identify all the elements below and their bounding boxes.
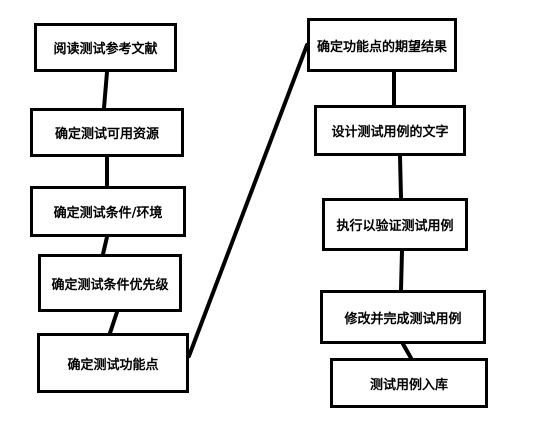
connector-5-6 bbox=[187, 43, 309, 358]
step-store-test-cases: 测试用例入库 bbox=[330, 358, 488, 408]
connector-4-5 bbox=[108, 310, 119, 335]
step-execute-verify: 执行以验证测试用例 bbox=[322, 198, 468, 251]
connector-1-2 bbox=[102, 70, 109, 110]
step-revise-complete: 修改并完成测试用例 bbox=[320, 290, 486, 344]
step-prioritize-conditions: 确定测试条件优先级 bbox=[38, 254, 182, 312]
connector-7-8 bbox=[398, 154, 403, 200]
step-determine-conditions: 确定测试条件/环境 bbox=[30, 186, 186, 237]
connector-3-4 bbox=[101, 235, 109, 256]
step-read-references: 阅读测试参考文献 bbox=[34, 23, 177, 72]
step-expected-results: 确定功能点的期望结果 bbox=[307, 18, 457, 72]
connector-8-9 bbox=[399, 249, 404, 292]
step-write-test-cases: 设计测试用例的文字 bbox=[314, 105, 466, 156]
step-determine-features: 确定测试功能点 bbox=[37, 333, 189, 393]
step-determine-resources: 确定测试可用资源 bbox=[30, 108, 184, 157]
connector-9-10 bbox=[401, 342, 413, 360]
